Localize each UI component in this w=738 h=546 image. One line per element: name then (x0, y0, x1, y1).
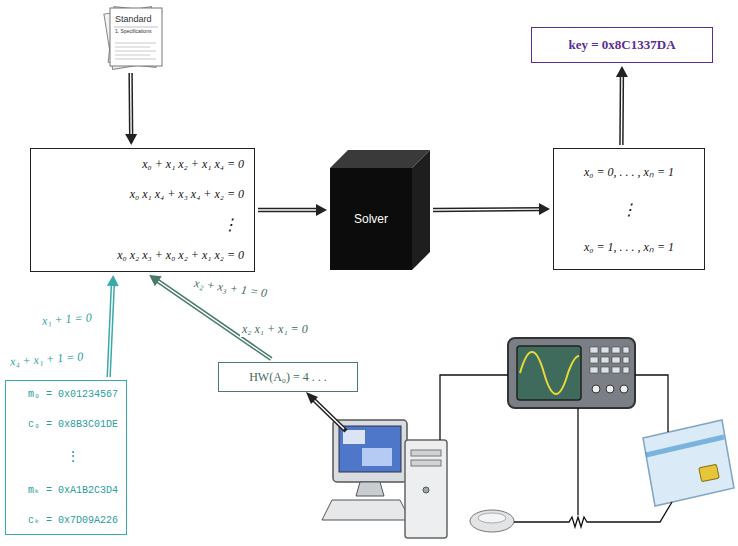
double-arrow (125, 73, 137, 145)
constraint-label: x₂ x₁ + x₁ = 0 (240, 322, 310, 337)
constraint-label: x₄ + x₁ + 1 = 0 (8, 349, 86, 369)
double-arrow (433, 203, 550, 215)
double-arrow (616, 66, 628, 145)
oscilloscope (508, 338, 635, 408)
standard-document: Standard 1. Specifications (100, 5, 168, 70)
node-text: x₀ x₁ x₄ + x₃ x₄ + x₂ = 0 (130, 187, 244, 202)
equation-box: x₀ + x₁ x₂ + x₁ x₄ = 0 x₀ x₁ x₄ + x₃ x₄ +… (30, 148, 255, 272)
node-text: ⋮ (222, 217, 238, 233)
node-text: x₀ x₂ x₃ + x₀ x₂ + x₁ x₂ = 0 (117, 248, 244, 263)
node-text: x₀ = 0, . . . , xₙ = 1 (584, 163, 674, 180)
solution-box: x₀ = 0, . . . , xₙ = 1 ⋮ x₀ = 1, . . . , x… (553, 148, 705, 270)
computer (322, 420, 447, 538)
node-text: m₀ = 0x01234567 (28, 389, 118, 400)
leakage-box: HW(A₀) = 4 . . . (218, 362, 358, 392)
node-text: x₀ = 1, . . . , xₙ = 1 (584, 238, 674, 255)
node-text: Solver (354, 212, 388, 226)
computer-arrow (306, 392, 346, 431)
node-text: ⋮ (66, 448, 80, 465)
constraint-label: x₂ + x₃ + 1 = 0 (191, 276, 270, 302)
node-text: ⋮ (621, 200, 637, 219)
node-text: key = 0x8C1337DA (568, 37, 675, 53)
node-text: mₖ = 0xA1B2C3D4 (28, 484, 118, 496)
node-text: c₀ = 0x8B3C01DE (28, 419, 118, 430)
node-text: Standard (115, 14, 162, 24)
double-arrow (107, 275, 119, 377)
node-text: 1. Specifications (115, 28, 162, 34)
wire (440, 375, 672, 527)
reader (470, 510, 514, 532)
constraint-label: x₁ + 1 = 0 (40, 310, 95, 329)
double-arrow (149, 275, 271, 359)
key-box: key = 0x8C1337DA (531, 27, 713, 63)
cube-icon (330, 150, 430, 270)
node-text: HW(A₀) = 4 . . . (249, 370, 327, 385)
solver-cube: Solver (330, 150, 430, 270)
node-text: x₀ + x₁ x₂ + x₁ x₄ = 0 (142, 157, 244, 172)
node-text: cₖ = 0x7D09A226 (28, 514, 118, 526)
smart-card (643, 420, 734, 506)
plaintext-box: m₀ = 0x01234567 c₀ = 0x8B3C01DE ⋮ mₖ = 0xA1… (5, 380, 127, 535)
double-arrow (258, 204, 327, 216)
